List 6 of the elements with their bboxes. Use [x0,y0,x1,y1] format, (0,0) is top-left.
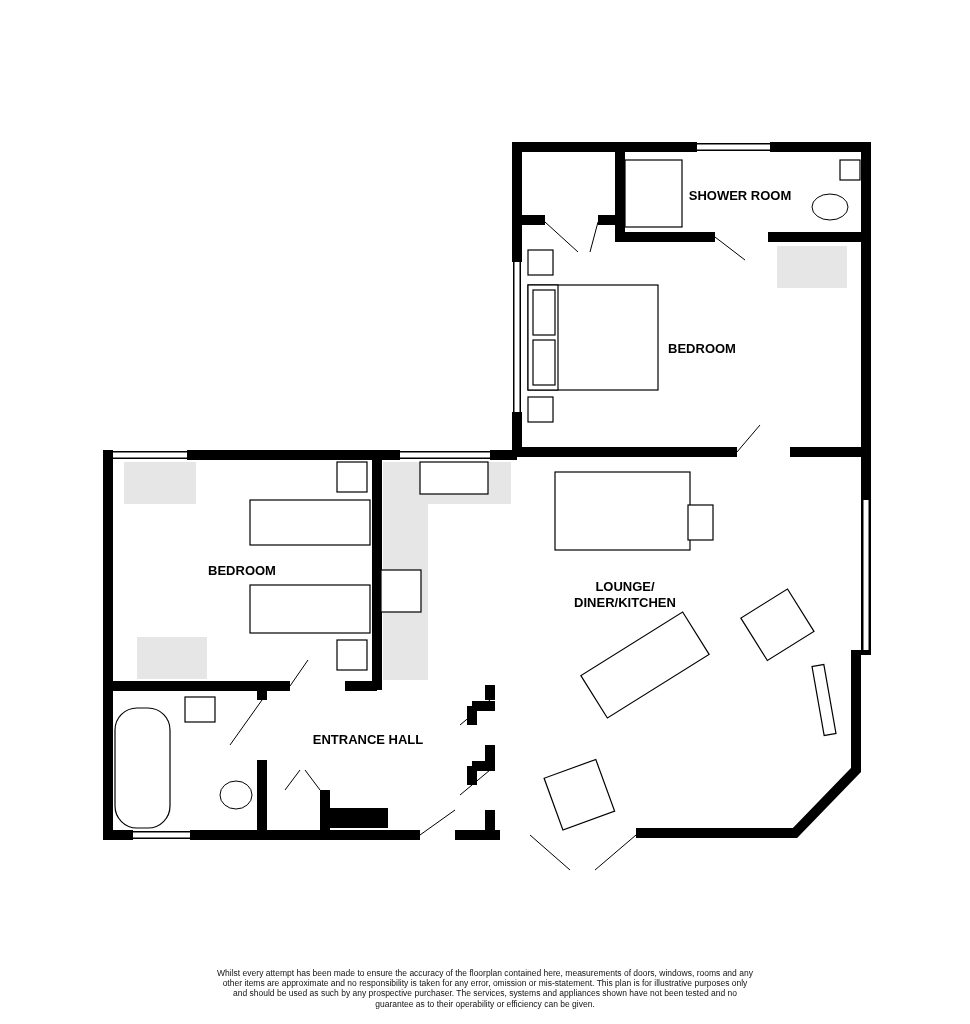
room-label: LOUNGE/ DINER/KITCHEN [573,578,677,612]
room-label: BEDROOM [668,340,736,358]
room-label: BEDROOM [208,562,276,580]
disclaimer-text: Whilst every attempt has been made to ensure the accuracy of the floorplan contained here, measurements of doors, windows, rooms and any other items are approximate and no responsibility is taken for any error, omission or mis-statement. This plan is for illustrative purposes only and should be used as such by any prospective purchaser. The services, systems and appliances shown have not been tested and no guarantee as to their operability or efficiency can be given. [216,968,754,1009]
room-label: SHOWER ROOM [688,187,792,205]
room-label: ENTRANCE HALL [312,731,424,749]
